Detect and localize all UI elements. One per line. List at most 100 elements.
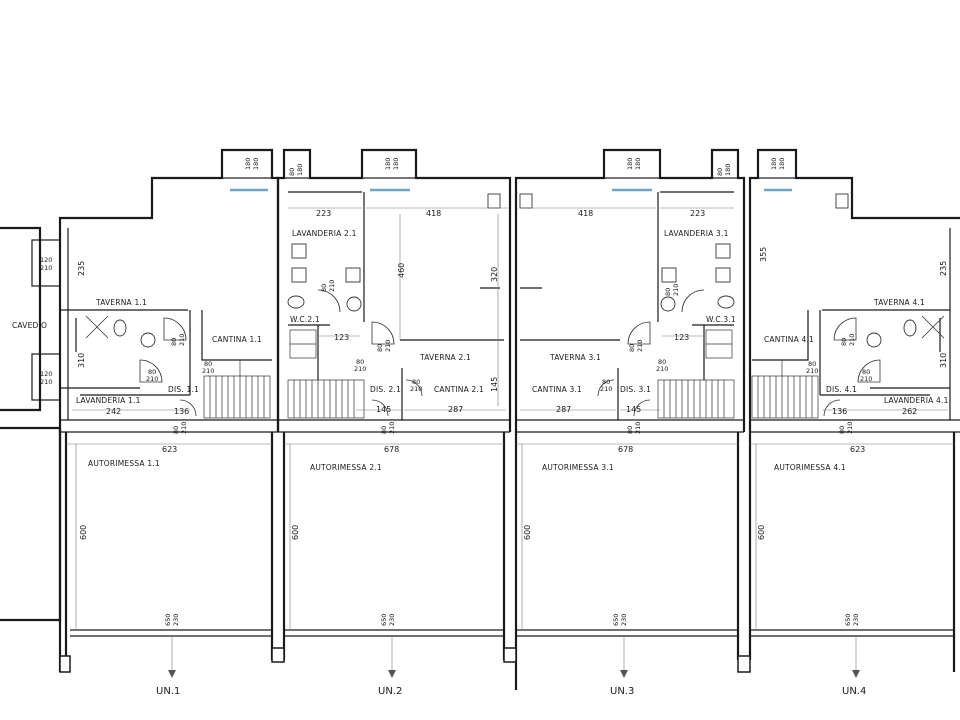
garage-door-label: 230 <box>388 614 396 626</box>
sink-icon <box>346 296 362 312</box>
dimension: 600 <box>523 525 532 540</box>
garage-door-label: 650 <box>164 614 172 626</box>
toilet-icon <box>717 295 735 309</box>
window-label: 120 <box>40 256 52 264</box>
door-swing <box>371 399 389 417</box>
cavedio-area: CAVEDIO 120 210 120 210 <box>0 226 62 622</box>
sink-icon <box>291 243 307 259</box>
door-label: 80 <box>172 426 180 434</box>
sink-icon <box>715 243 731 259</box>
dimension: 460 <box>397 263 406 278</box>
garage-door-label: 650 <box>380 614 388 626</box>
door-swing <box>139 359 163 383</box>
door-label: 80 <box>840 338 848 346</box>
stair-unit-1 <box>203 360 271 419</box>
window-label: 210 <box>40 264 52 272</box>
room-label-taverna-1: TAVERNA 1.1 <box>95 298 147 307</box>
door-label: 210 <box>846 422 854 434</box>
door-swing <box>823 399 841 417</box>
arrow-icon <box>168 670 176 678</box>
door-swing <box>317 289 341 313</box>
dimension: 600 <box>757 525 766 540</box>
toilet-icon <box>287 295 305 309</box>
arrow-icon <box>620 670 628 678</box>
door-swing <box>371 321 395 345</box>
door-label: 80 <box>602 378 610 386</box>
door-label: 210 <box>388 422 396 434</box>
dimension: 136 <box>832 407 847 416</box>
door-label: 210 <box>384 340 392 352</box>
dimension: 320 <box>490 267 499 282</box>
door-label: 210 <box>328 280 336 292</box>
door-swing <box>681 289 705 313</box>
window-label: 80 <box>716 168 724 176</box>
room-label-dis-3: DIS. 3.1 <box>620 385 651 394</box>
dimension: 310 <box>939 353 948 368</box>
garage-door-label: 650 <box>612 614 620 626</box>
door-label: 210 <box>636 340 644 352</box>
door-swing <box>833 317 857 341</box>
door-swing <box>179 399 197 417</box>
window-label: 180 <box>384 158 392 170</box>
door-label: 210 <box>848 334 856 346</box>
dimension: 235 <box>77 261 86 276</box>
dimension: 678 <box>618 445 633 454</box>
dimension: 223 <box>316 209 331 218</box>
room-label-autorimessa-4: AUTORIMESSA 4.1 <box>774 463 846 472</box>
toilet-icon <box>113 319 127 337</box>
door-label: 210 <box>202 367 214 375</box>
column-marker <box>519 193 533 209</box>
dimension: 123 <box>674 333 689 342</box>
door-swing <box>857 359 881 383</box>
room-label-autorimessa-2: AUTORIMESSA 2.1 <box>310 463 382 472</box>
dimension: 355 <box>759 247 768 262</box>
dimension: 418 <box>578 209 593 218</box>
door-swing <box>627 321 651 345</box>
door-label: 210 <box>146 375 158 383</box>
dimension: 623 <box>850 445 865 454</box>
door-label: 210 <box>672 284 680 296</box>
dimension: 623 <box>162 445 177 454</box>
door-label: 210 <box>656 365 668 373</box>
dimension: 145 <box>490 377 499 392</box>
garages: 623 678 678 623 600 600 600 600 AUTORIME… <box>58 432 956 697</box>
room-label-autorimessa-3: AUTORIMESSA 3.1 <box>542 463 614 472</box>
door-label: 80 <box>376 344 384 352</box>
room-label-wc-3: W.C.3.1 <box>706 315 736 324</box>
window-label: 180 <box>778 158 786 170</box>
dimension: 235 <box>939 261 948 276</box>
room-label-lavanderia-3: LAVANDERIA 3.1 <box>664 229 729 238</box>
window-label: 180 <box>626 158 634 170</box>
room-label-taverna-3: TAVERNA 3.1 <box>549 353 601 362</box>
door-label: 80 <box>838 426 846 434</box>
unit-label-3: UN.3 <box>610 686 634 697</box>
arrow-icon <box>852 670 860 678</box>
window-label: 80 <box>288 168 296 176</box>
door-label: 80 <box>808 360 816 368</box>
unit-label-2: UN.2 <box>378 686 402 697</box>
arrow-icon <box>388 670 396 678</box>
room-label-dis-2: DIS. 2.1 <box>370 385 401 394</box>
door-label: 80 <box>380 426 388 434</box>
unit-3-upper: LAVANDERIA 3.1 W.C.3.1 TAVERNA 3.1 CANTI… <box>514 148 746 434</box>
room-label-dis-4: DIS. 4.1 <box>826 385 857 394</box>
door-label: 210 <box>410 385 422 393</box>
sink-icon <box>140 332 156 348</box>
door-label: 80 <box>664 288 672 296</box>
window-label: 180 <box>252 158 260 170</box>
dimension: 678 <box>384 445 399 454</box>
bidet-icon <box>345 267 361 283</box>
room-label-dis-1: DIS. 1.1 <box>168 385 199 394</box>
dimension: 145 <box>376 405 391 414</box>
door-label: 80 <box>412 378 420 386</box>
door-label: 80 <box>320 284 328 292</box>
sink-icon <box>866 332 882 348</box>
column-marker <box>835 193 849 209</box>
window-label: 180 <box>244 158 252 170</box>
door-label: 210 <box>354 365 366 373</box>
room-label-lavanderia-4: LAVANDERIA 4.1 <box>884 396 949 405</box>
window-label: 180 <box>634 158 642 170</box>
dimension: 600 <box>79 525 88 540</box>
garage-door-label: 230 <box>852 614 860 626</box>
